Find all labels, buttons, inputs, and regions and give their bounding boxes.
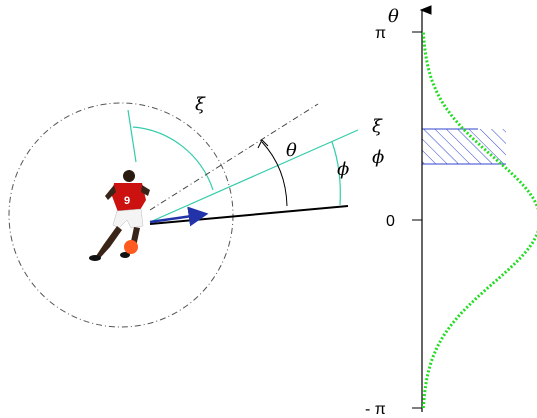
direction-arrow bbox=[149, 206, 209, 227]
theta-arc-head bbox=[257, 139, 269, 149]
theta-arc bbox=[261, 141, 288, 207]
theta-arc-label: θ bbox=[286, 140, 297, 161]
phi-arc bbox=[331, 141, 341, 206]
hatched-band bbox=[422, 129, 506, 164]
xi-arc-label: ξ bbox=[195, 94, 206, 115]
xi-arc bbox=[132, 126, 214, 191]
distribution-plot: θ π 0 - π bbox=[365, 5, 537, 418]
axis-label-theta: θ bbox=[388, 6, 399, 27]
tick-label-zero: 0 bbox=[386, 213, 395, 230]
phi-axis-label: ϕ bbox=[372, 147, 384, 168]
gaussian-curve bbox=[421, 31, 537, 409]
player-diagram: ξ θ ξ ϕ ϕ 9 bbox=[8, 94, 384, 328]
xi-ray-label: ξ bbox=[372, 116, 383, 137]
soccer-ball bbox=[124, 240, 138, 254]
jersey-number: 9 bbox=[124, 195, 130, 207]
tick-label-pi: π bbox=[375, 25, 386, 42]
soccer-player-image: 9 bbox=[89, 170, 150, 261]
xi-left-boundary bbox=[127, 109, 137, 163]
heading-line bbox=[149, 205, 349, 225]
sensing-circle bbox=[8, 102, 234, 328]
phi-arc-label: ϕ bbox=[337, 159, 349, 180]
theta-reference-ray bbox=[149, 103, 319, 211]
xi-ray bbox=[149, 129, 359, 223]
tick-label-neg-pi: - π bbox=[365, 401, 386, 418]
